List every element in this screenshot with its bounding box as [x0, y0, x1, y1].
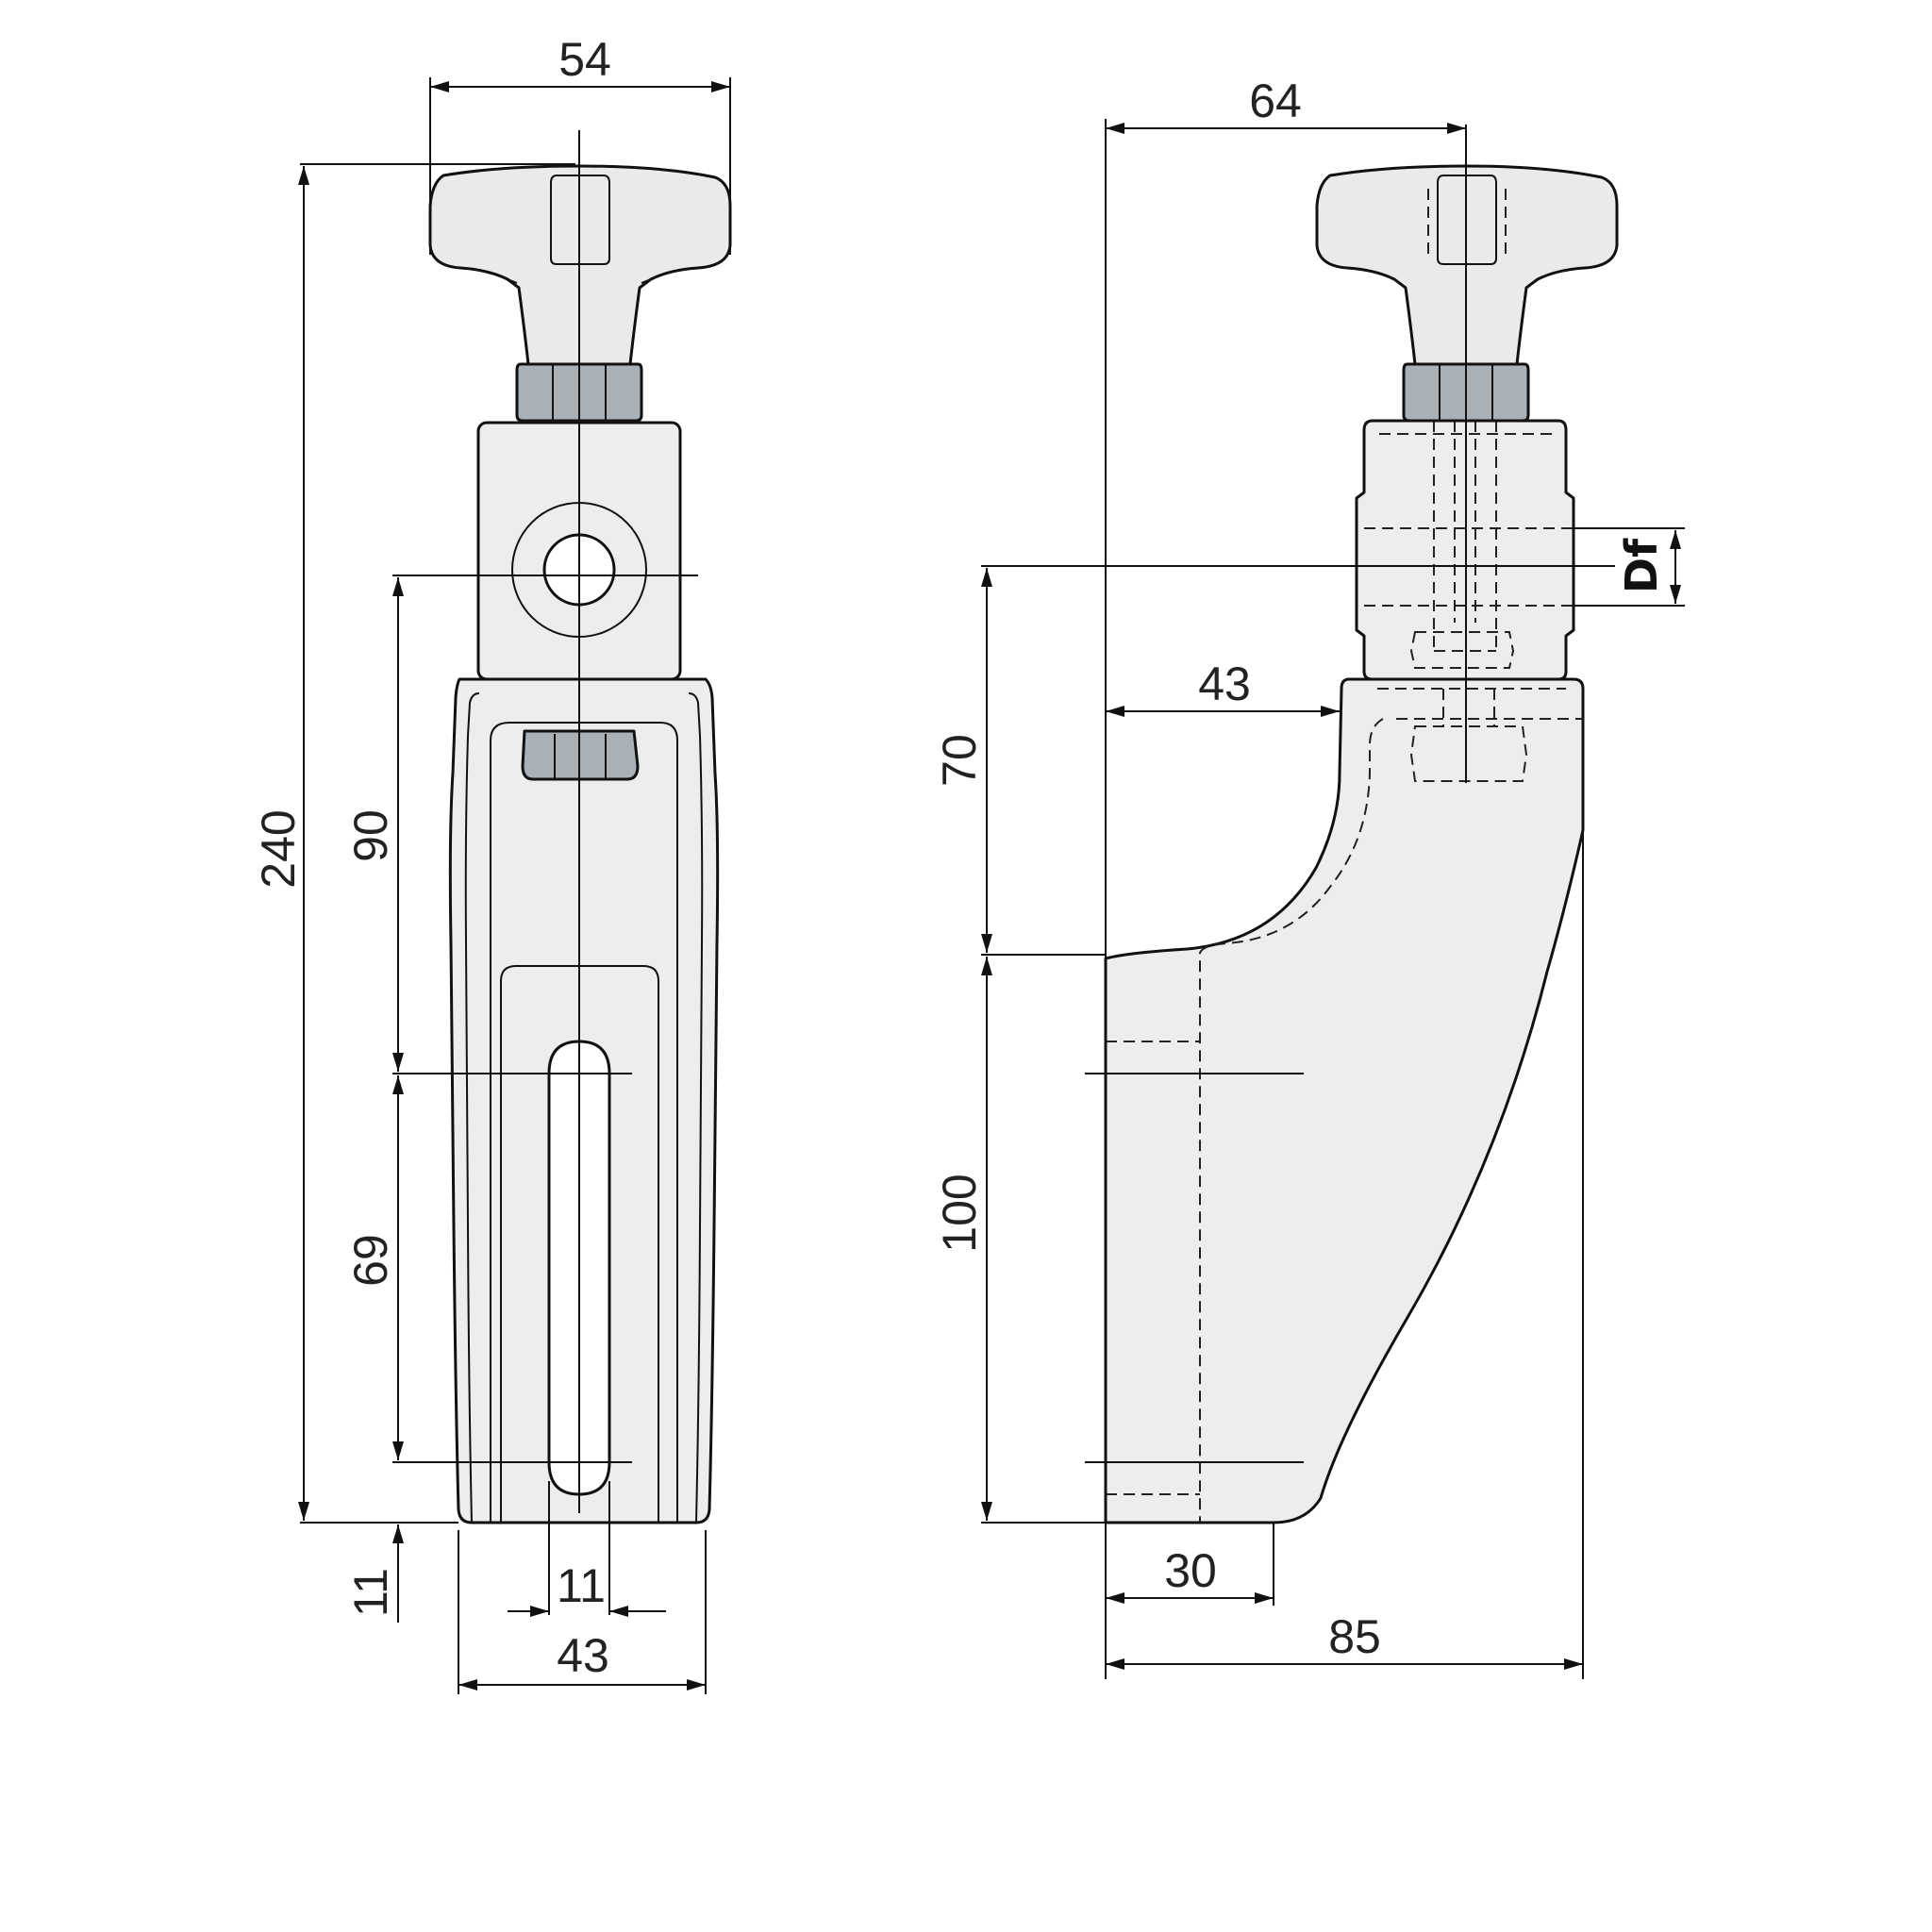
dim-front-11-slot: 11	[557, 1559, 606, 1612]
side-view	[1085, 125, 1619, 1524]
dim-front-11-vertical: 11	[344, 1568, 397, 1617]
dim-front-43: 43	[557, 1629, 609, 1682]
front-inner-frame-right	[688, 692, 704, 1524]
dim-front-90: 90	[344, 809, 397, 862]
front-knob-grip	[550, 175, 610, 265]
dim-front-height-240: 240	[252, 809, 305, 888]
dim-side-100: 100	[933, 1174, 986, 1252]
dim-side-64: 64	[1249, 75, 1302, 127]
front-view	[428, 130, 732, 1524]
dim-front-69: 69	[344, 1234, 397, 1287]
dim-side-43: 43	[1198, 658, 1251, 710]
side-dimensions: 64 43 70 100 Df 30	[933, 75, 1685, 1679]
dim-side-70: 70	[933, 734, 986, 787]
dim-side-85: 85	[1328, 1610, 1381, 1663]
front-inner-frame	[464, 692, 480, 1524]
side-lower-body	[1104, 677, 1585, 1524]
front-pocket	[490, 722, 678, 1523]
dim-side-df: Df	[1616, 538, 1667, 593]
front-dimensions: 54 240 90 69 11 11	[252, 33, 731, 1694]
dim-front-width-54: 54	[558, 33, 611, 86]
side-knob-grip	[1437, 175, 1497, 265]
dim-side-30: 30	[1164, 1544, 1217, 1597]
